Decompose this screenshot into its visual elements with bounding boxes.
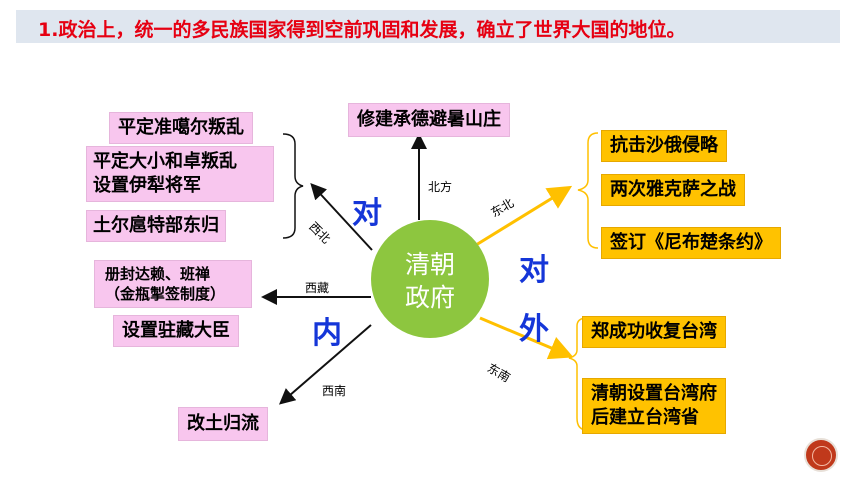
box-torghut-return: 土尔扈特部东归 — [86, 210, 226, 242]
arrow-northeast — [475, 185, 573, 247]
box-nerchinsk-treaty: 签订《尼布楚条约》 — [601, 227, 781, 259]
title-banner: 1.政治上，统一的多民族国家得到空前巩固和发展，确立了世界大国的地位。 — [16, 10, 840, 43]
corner-logo-icon — [804, 438, 838, 472]
direction-tibet: 西藏 — [305, 281, 330, 295]
arrow-southeast — [479, 316, 574, 360]
direction-southwest: 西南 — [322, 384, 347, 398]
box-chengde-resort: 修建承德避暑山庄 — [348, 103, 510, 137]
arrow-southwest — [278, 324, 372, 405]
box-dzungar-revolt: 平定准噶尔叛乱 — [109, 112, 253, 144]
domestic-label-1: 对 — [352, 196, 382, 231]
box-albazin-battles: 两次雅克萨之战 — [601, 174, 745, 206]
box-dalai-panchen: 册封达赖、班禅 （金瓶掣签制度） — [94, 260, 252, 308]
box-gaitu-guiliu: 改土归流 — [178, 407, 268, 441]
brace-southeast — [568, 317, 588, 431]
brace-northeast — [577, 132, 599, 249]
box-tibet-minister: 设置驻藏大臣 — [113, 315, 239, 347]
page-title: 1.政治上，统一的多民族国家得到空前巩固和发展，确立了世界大国的地位。 — [38, 19, 686, 41]
foreign-label-1: 对 — [519, 253, 549, 288]
qing-government-node: 清朝 政府 — [371, 220, 489, 338]
foreign-label-2: 外 — [519, 312, 549, 347]
direction-north: 北方 — [428, 180, 453, 194]
domestic-label-2: 内 — [312, 316, 342, 351]
box-zheng-taiwan: 郑成功收复台湾 — [582, 316, 726, 348]
brace-northwest — [282, 133, 304, 239]
box-taiwan-province: 清朝设置台湾府 后建立台湾省 — [582, 378, 726, 434]
box-resist-russia: 抗击沙俄侵略 — [601, 130, 727, 162]
center-label: 清朝 政府 — [404, 250, 455, 312]
box-khoja-revolt: 平定大小和卓叛乱 设置伊犁将军 — [86, 146, 274, 202]
arrow-northwest — [310, 183, 373, 251]
